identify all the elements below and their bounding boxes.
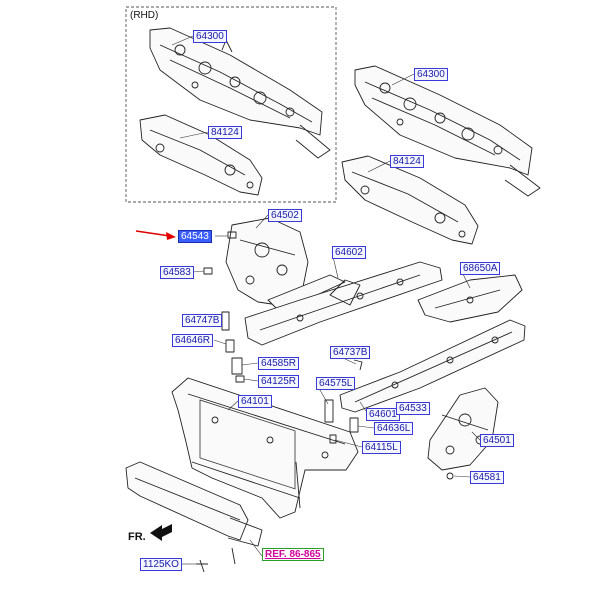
cowl-panel [341,155,479,245]
part-label-64747b[interactable]: 64747B [182,314,223,327]
part-label-64602[interactable]: 64602 [332,246,366,259]
part-label-64581[interactable]: 64581 [470,471,504,484]
part-label-64543-highlighted[interactable]: 64543 [178,230,212,243]
part-label-64575l[interactable]: 64575L [316,377,356,390]
part-label-64601[interactable]: 64601 [366,408,400,421]
dash-panel [354,65,541,197]
part-label-68650a[interactable]: 68650A [460,262,501,275]
side-member-extension [417,274,523,323]
part-label-64583[interactable]: 64583 [160,266,194,279]
part-label-64585r[interactable]: 64585R [258,357,300,370]
part-label-64501[interactable]: 64501 [480,434,514,447]
part-label-64300[interactable]: 64300 [414,68,448,81]
front-side-member-right [244,261,443,346]
rhd-variant-box [125,6,337,203]
part-label-84124-rhd[interactable]: 84124 [208,126,242,139]
part-label-64300-rhd[interactable]: 64300 [193,30,227,43]
part-label-64636l[interactable]: 64636L [374,422,414,435]
radiator-support [171,377,359,519]
front-bumper-beam [125,461,263,547]
front-side-member-left [339,319,526,413]
part-label-64115l[interactable]: 64115L [362,441,401,454]
part-label-64533[interactable]: 64533 [396,402,430,415]
part-label-1125ko[interactable]: 1125KO [140,558,182,571]
part-label-64125r[interactable]: 64125R [258,375,300,388]
part-label-64737b[interactable]: 64737B [330,346,371,359]
rhd-cowl-panel [139,114,263,196]
right-apron-assembly [427,387,499,471]
part-label-64502[interactable]: 64502 [268,209,302,222]
rhd-dash-panel [149,27,331,159]
rhd-variant-label: (RHD) [130,10,159,21]
small-brackets [196,267,454,573]
part-label-64646r[interactable]: 64646R [172,334,214,347]
part-label-84124[interactable]: 84124 [390,155,424,168]
front-direction-label: FR. [128,531,146,543]
part-label-64101[interactable]: 64101 [238,395,272,408]
reference-link-86-865[interactable]: REF. 86-865 [262,548,324,561]
highlight-arrow [135,230,176,240]
front-direction-arrow-icon [150,524,172,541]
